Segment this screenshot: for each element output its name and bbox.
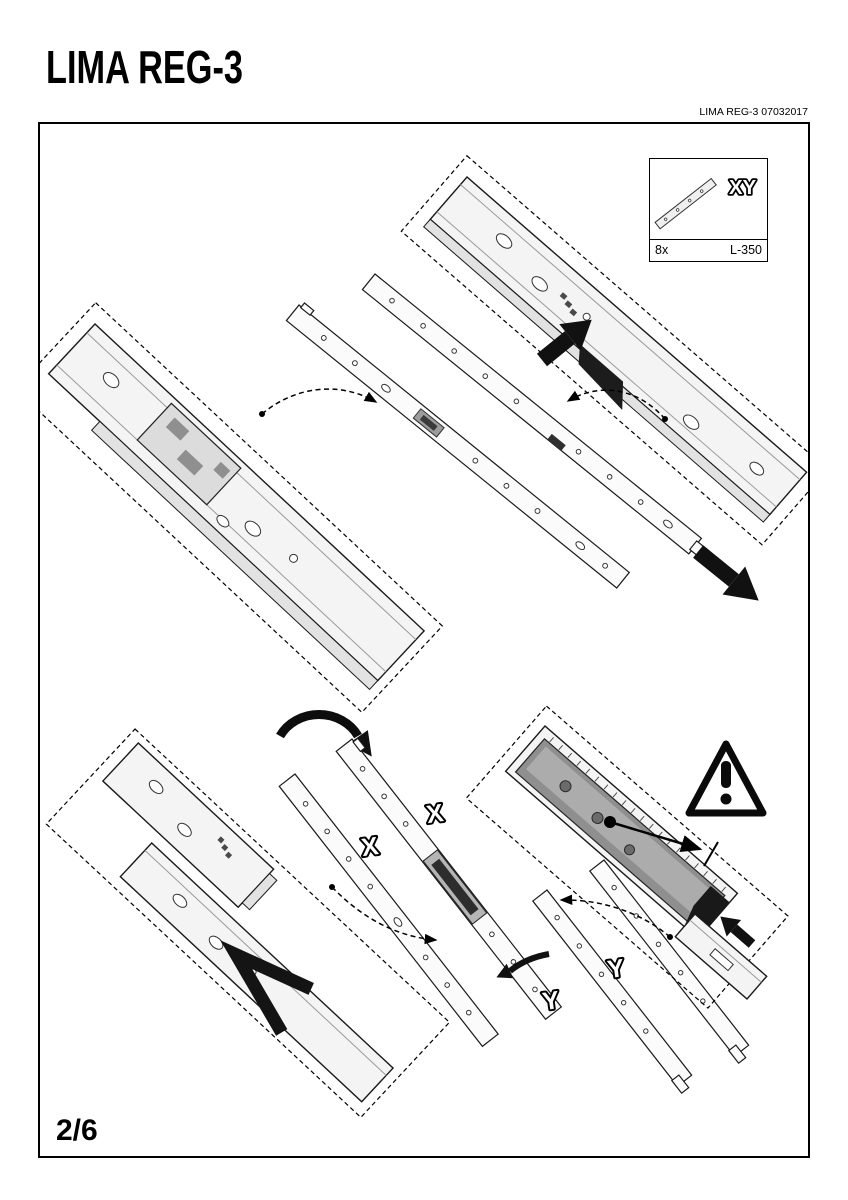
connector-piece — [674, 913, 768, 1000]
rail-x-right — [335, 737, 563, 1021]
flip-arrow-small — [496, 951, 550, 979]
parts-legend: XY 8x L-350 — [649, 158, 768, 262]
legend-bottom-row: 8x L-350 — [650, 239, 767, 261]
guide-arrow-left — [261, 388, 378, 415]
insert-arrow-small — [720, 916, 756, 948]
cabinet-rail-top-left — [40, 301, 444, 714]
insert-arrow — [536, 319, 592, 367]
release-clip-tool — [220, 940, 314, 1036]
warning-icon — [685, 740, 767, 817]
guide-arrow-right — [566, 389, 666, 420]
pointer-tick — [703, 841, 719, 867]
rail-y-left — [531, 889, 693, 1095]
cabinet-rail-bottom-left — [45, 728, 451, 1119]
doc-code: LIMA REG-3 07032017 — [699, 106, 808, 118]
guide-arrow-bottom-right — [559, 894, 671, 938]
rail-x-left — [278, 773, 500, 1048]
diagram-frame: X X Y Y XY 8x L-350 2/6 — [38, 122, 810, 1158]
inner-rail-a — [285, 302, 631, 589]
slide-out-arrow — [693, 545, 759, 601]
assembly-diagram: X X Y Y — [40, 154, 808, 1119]
latch-lever — [578, 344, 624, 410]
cabinet-channel-bottom-right — [465, 705, 789, 1009]
ruler-ticks — [549, 737, 727, 892]
legend-quantity: 8x — [655, 243, 669, 257]
rail-label-x-1: X — [360, 832, 381, 862]
rail-label-y-2: Y — [606, 954, 627, 984]
rotate-arrow — [276, 710, 372, 757]
legend-rail-icon: XY — [654, 175, 758, 230]
pointer-line — [609, 820, 703, 852]
legend-length: L-350 — [730, 243, 762, 257]
rail-label-x-2: X — [425, 799, 446, 829]
legend-part-label: XY — [729, 177, 757, 199]
cabinet-rail-top-right — [400, 154, 808, 546]
rail-label-y-1: Y — [541, 986, 562, 1016]
page-number: 2/6 — [56, 1114, 98, 1147]
guide-arrow-bottom-left — [331, 886, 438, 945]
page-title: LIMA REG-3 — [46, 42, 244, 94]
